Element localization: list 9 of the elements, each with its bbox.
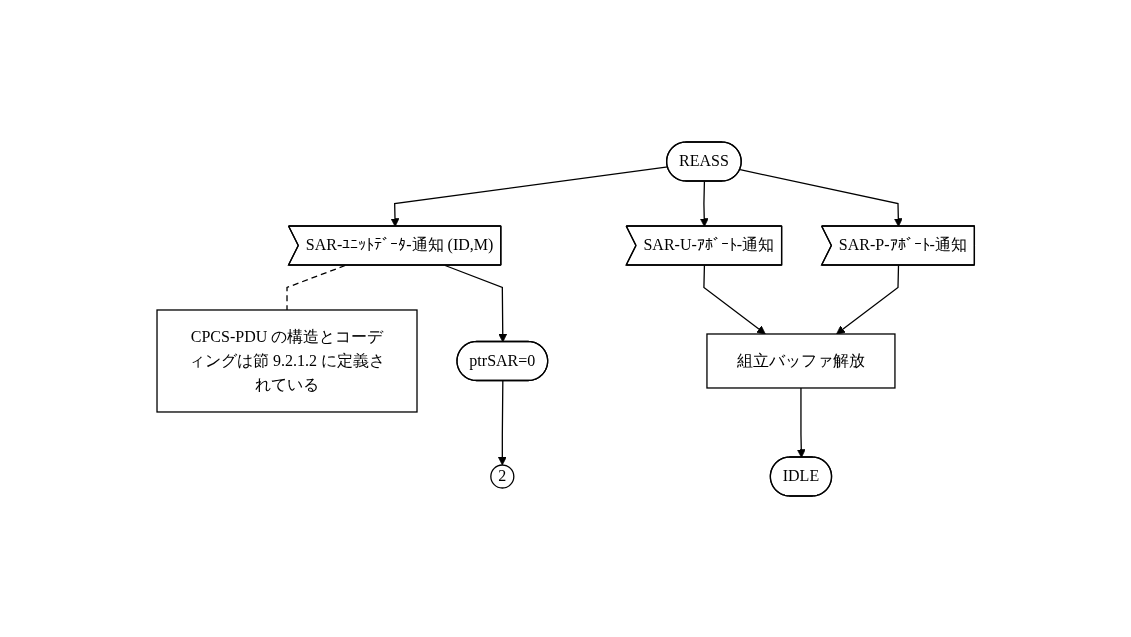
connector [286,264,346,311]
node-box: 組立バッファ解放 [706,332,896,389]
arrow [796,386,806,458]
arrow [497,379,507,465]
arrow [703,264,766,334]
arrow [444,264,507,342]
arrow [836,264,899,334]
node-box: CPCS-PDU の構造とコーディングは節 9.2.1.2 に定義されている [156,308,418,413]
node-circle: 2 [489,463,515,489]
